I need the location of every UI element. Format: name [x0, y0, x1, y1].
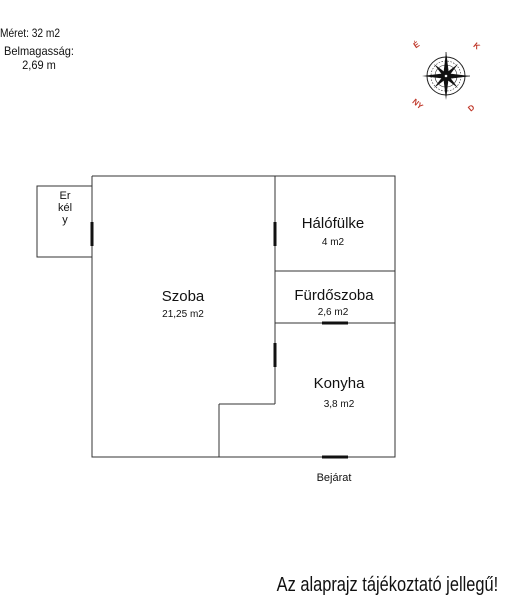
entrance-label: Bejárat — [316, 472, 352, 484]
room-area-halofulke: 4 m2 — [321, 237, 345, 248]
compass-letter-south: D — [466, 103, 476, 114]
compass-letter-east: K — [472, 41, 482, 52]
room-name-furdoszoba: Fürdőszoba — [294, 287, 374, 304]
ceiling-height-value: 2,69 m — [22, 58, 56, 72]
compass-rose-icon: É K D NY — [410, 39, 482, 114]
room-name-szoba: Szoba — [161, 288, 205, 305]
compass-letter-north: É — [412, 39, 422, 50]
room-area-furdoszoba: 2,6 m2 — [317, 307, 349, 318]
disclaimer-text: Az alaprajz tájékoztató jellegű! — [276, 574, 498, 596]
size-label: Méret: 32 m2 — [0, 26, 61, 40]
room-name-halofulke: Hálófülke — [301, 215, 365, 232]
room-area-konyha: 3,8 m2 — [323, 399, 355, 410]
balcony-label: Erkély — [57, 190, 73, 226]
property-info: Méret: 32 m2 Belmagasság: 2,69 m — [0, 26, 78, 72]
outer-wall — [91, 175, 396, 458]
room-name-konyha: Konyha — [313, 375, 365, 392]
ceiling-height-label: Belmagasság: — [4, 44, 74, 58]
room-area-szoba: 21,25 m2 — [162, 309, 204, 320]
